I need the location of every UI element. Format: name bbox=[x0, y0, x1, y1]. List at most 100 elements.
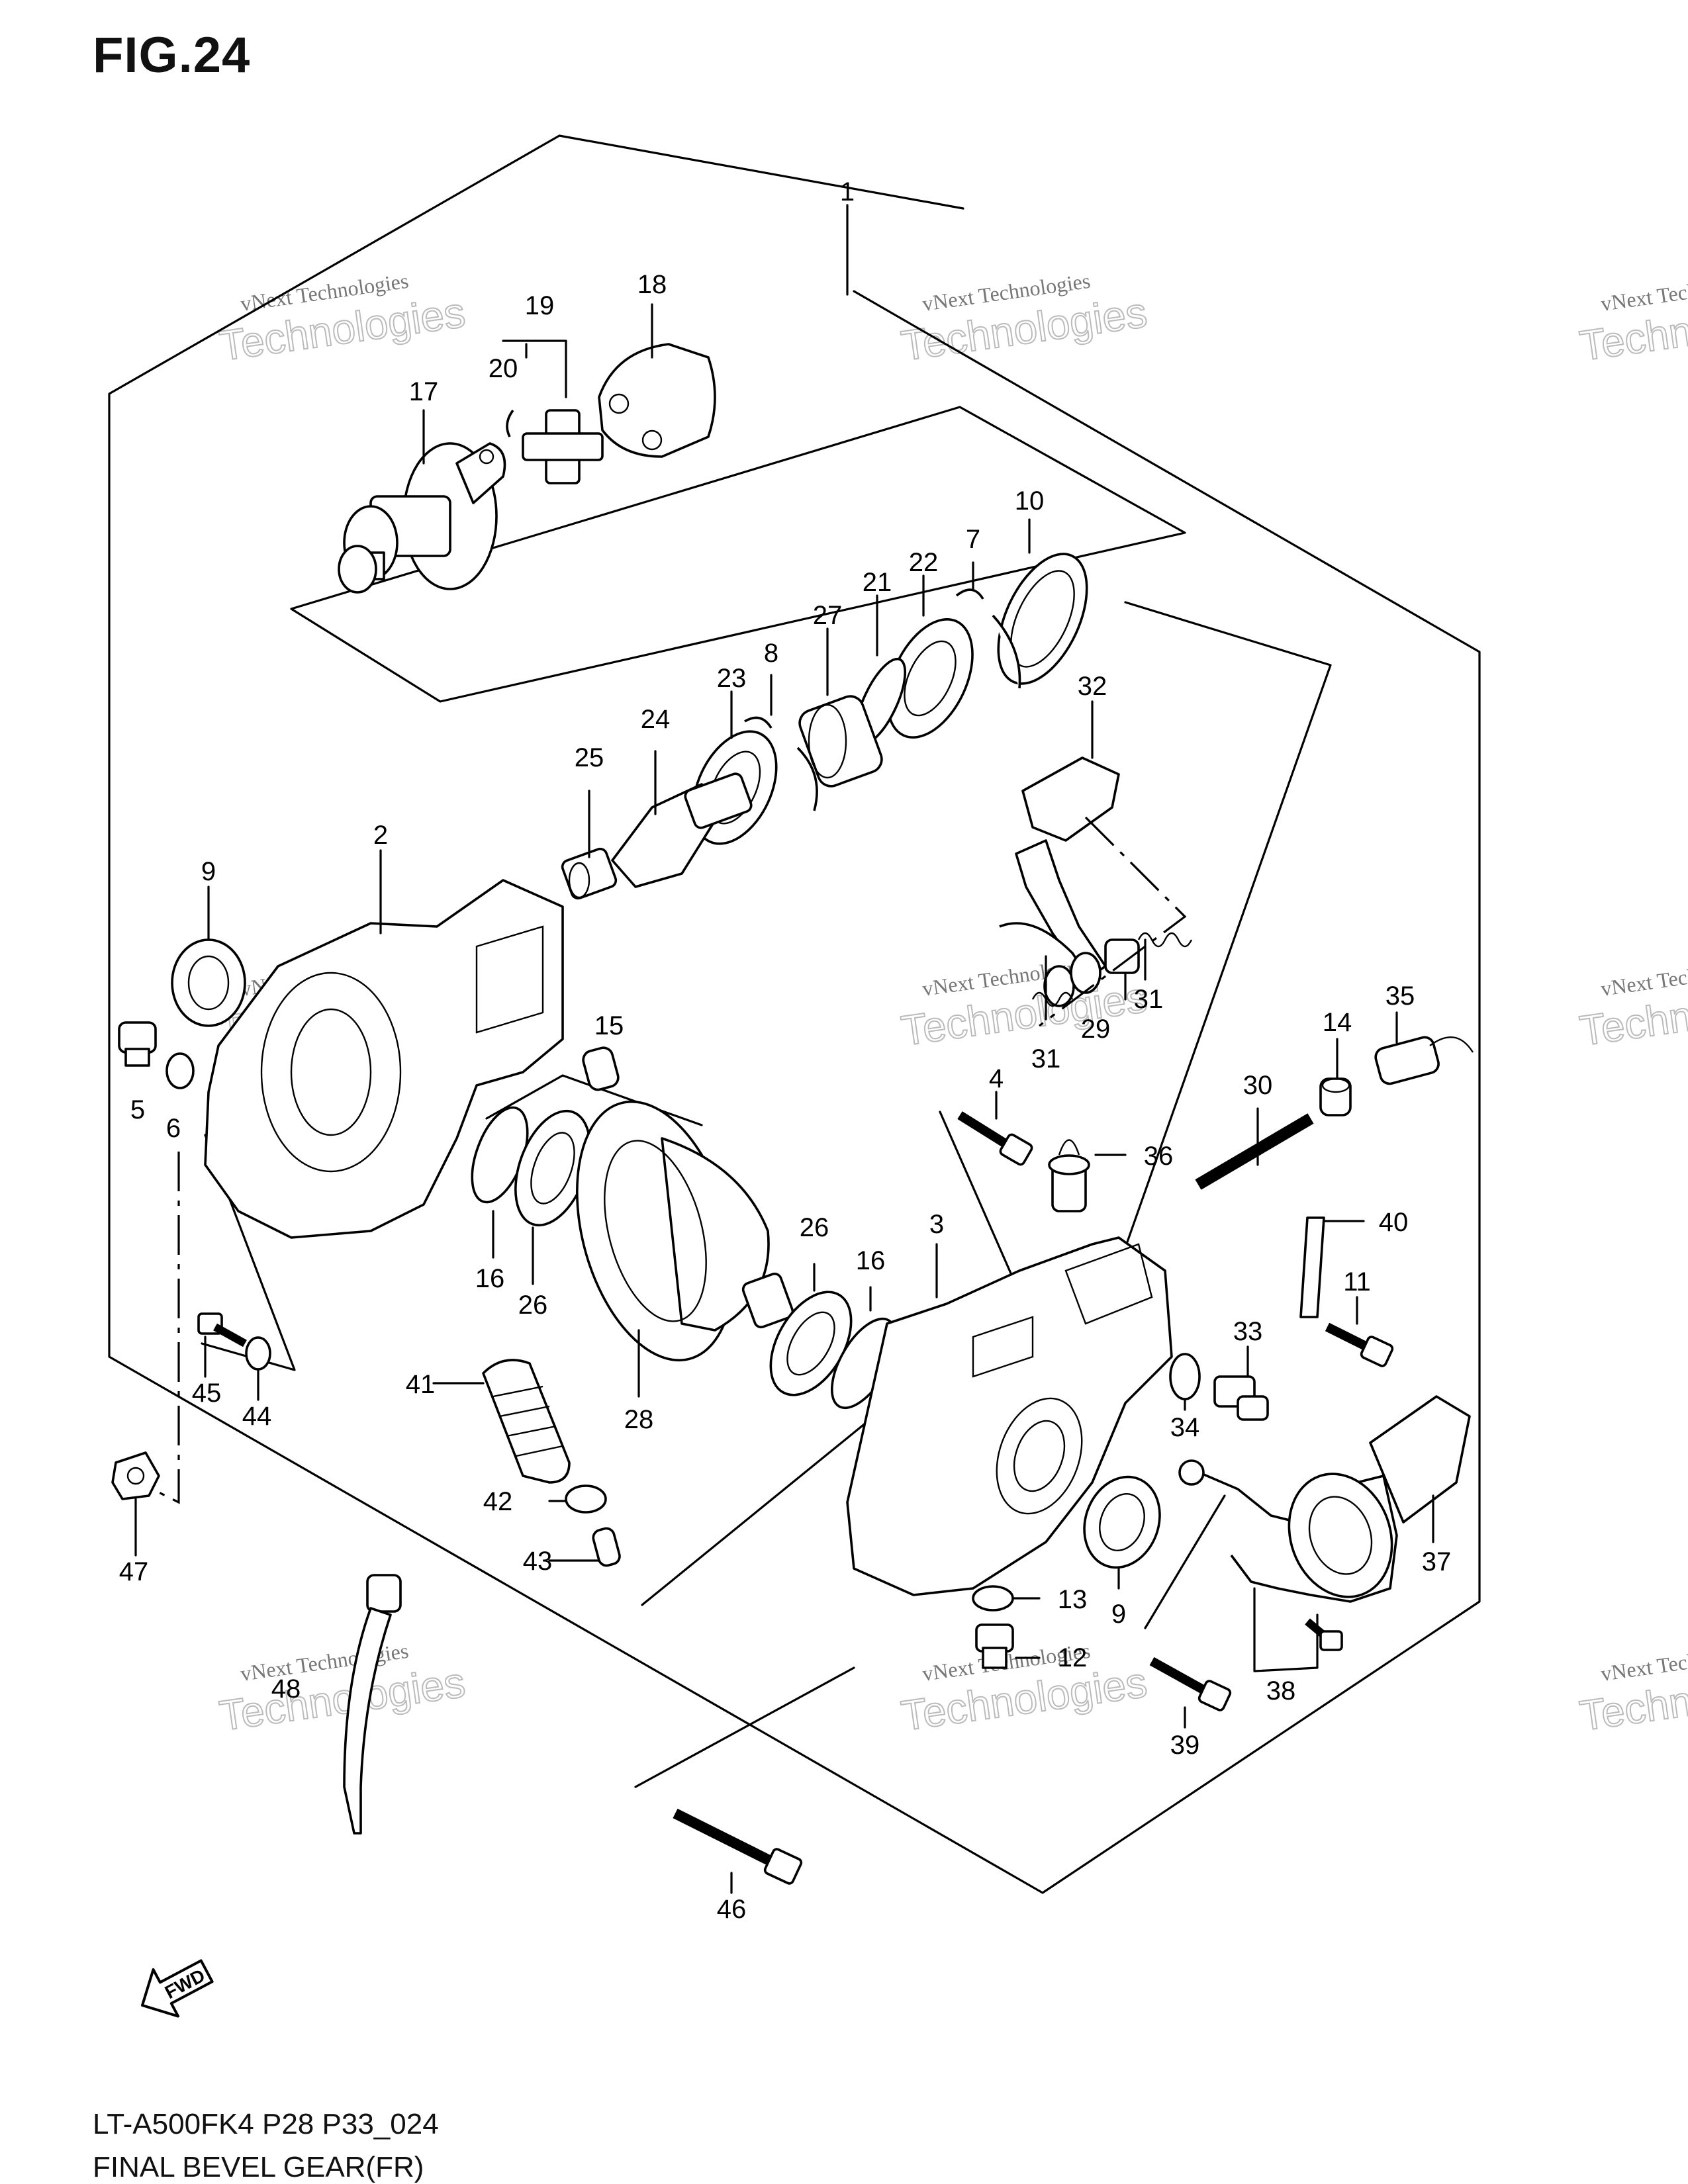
part-label-5: 5 bbox=[130, 1095, 145, 1124]
part-43-pin bbox=[592, 1527, 621, 1567]
fwd-direction-arrow: FWD bbox=[141, 1959, 214, 2018]
part-38-bolt bbox=[1305, 1618, 1343, 1651]
part-28-differential-assembly bbox=[576, 1100, 794, 1362]
part-8-circlip bbox=[796, 747, 818, 811]
part-label-21: 21 bbox=[863, 568, 892, 597]
part-8-circlip bbox=[744, 716, 773, 729]
part-12-drain-plug bbox=[975, 1623, 1014, 1669]
part-17-output-flange bbox=[338, 442, 506, 594]
part-19-universal-joint bbox=[522, 409, 604, 484]
part-label-47: 47 bbox=[119, 1557, 149, 1586]
part-42-clamp bbox=[565, 1484, 607, 1514]
part-35-sensor bbox=[1374, 1036, 1474, 1085]
part-label-16: 16 bbox=[475, 1264, 505, 1293]
part-41-boot bbox=[482, 1359, 571, 1484]
part-label-34: 34 bbox=[1170, 1413, 1200, 1442]
model-code: LT-A500FK4 P28 P33_024 bbox=[93, 2108, 439, 2140]
part-label-31: 31 bbox=[1134, 985, 1164, 1014]
part-label-4: 4 bbox=[989, 1064, 1004, 1093]
part-label-35: 35 bbox=[1385, 981, 1415, 1011]
part-label-27: 27 bbox=[813, 601, 843, 630]
part-18-yoke bbox=[598, 343, 716, 458]
figure-title: FIG.24 bbox=[93, 27, 251, 83]
part-5-oil-plug bbox=[118, 1021, 157, 1067]
part-label-19: 19 bbox=[525, 291, 555, 320]
part-label-16: 16 bbox=[856, 1246, 886, 1275]
leader-lines bbox=[201, 1134, 296, 1371]
part-15-dowel-pin bbox=[582, 1046, 620, 1091]
part-11-bolt bbox=[1325, 1322, 1394, 1367]
part-label-20: 20 bbox=[489, 354, 518, 383]
subassembly-outline-pinion bbox=[290, 406, 1186, 703]
part-label-8: 8 bbox=[764, 639, 778, 668]
part-label-36: 36 bbox=[1144, 1142, 1174, 1171]
part-32-shift-fork bbox=[999, 756, 1120, 981]
leader-lines bbox=[939, 1111, 1024, 1302]
part-25-needle-bearing bbox=[561, 847, 618, 900]
part-26-bearing bbox=[769, 1291, 853, 1396]
part-label-15: 15 bbox=[594, 1011, 624, 1040]
part-46-long-bolt bbox=[673, 1808, 803, 1885]
part-2-gear-case-cover bbox=[204, 879, 564, 1239]
part-label-26: 26 bbox=[800, 1213, 829, 1242]
part-label-37: 37 bbox=[1422, 1547, 1452, 1576]
part-label-42: 42 bbox=[483, 1487, 513, 1516]
leader-lines bbox=[1253, 1587, 1319, 1672]
part-label-48: 48 bbox=[271, 1674, 301, 1704]
label-leaders bbox=[134, 303, 1434, 1894]
part-label-26: 26 bbox=[518, 1291, 548, 1320]
part-label-17: 17 bbox=[409, 377, 439, 406]
part-7-circlip bbox=[955, 588, 984, 600]
part-label-46: 46 bbox=[717, 1895, 747, 1924]
part-3-final-gear-case bbox=[846, 1236, 1173, 1596]
part-4-bolt bbox=[957, 1111, 1033, 1166]
part-number-labels: 1 2 3 4 5 6 7 8 9 9 10 11 12 13 14 15 16… bbox=[119, 177, 1452, 1924]
part-36-switch bbox=[1048, 1139, 1090, 1212]
part-label-11: 11 bbox=[1343, 1267, 1371, 1297]
part-label-25: 25 bbox=[575, 743, 604, 772]
part-13-gasket bbox=[972, 1585, 1014, 1612]
part-label-40: 40 bbox=[1379, 1208, 1409, 1237]
part-label-31: 31 bbox=[1031, 1044, 1061, 1073]
part-37-actuator bbox=[1178, 1395, 1471, 1603]
part-label-9: 9 bbox=[1111, 1600, 1126, 1629]
part-label-3: 3 bbox=[929, 1210, 944, 1239]
part-label-7: 7 bbox=[966, 525, 980, 554]
leader-lines bbox=[1039, 816, 1187, 1027]
part-label-9: 9 bbox=[201, 857, 216, 886]
part-label-29: 29 bbox=[1081, 1015, 1111, 1044]
part-label-1: 1 bbox=[840, 177, 855, 206]
part-10-oil-seal bbox=[997, 553, 1088, 685]
assembly-outline bbox=[108, 134, 1481, 1894]
part-label-12: 12 bbox=[1058, 1643, 1088, 1672]
part-9-oil-seal bbox=[1083, 1475, 1161, 1569]
part-30-shift-shaft bbox=[1195, 1113, 1314, 1190]
part-label-44: 44 bbox=[242, 1402, 272, 1431]
leader-lines bbox=[152, 1152, 180, 1504]
part-label-45: 45 bbox=[192, 1379, 222, 1408]
part-20-circlip bbox=[506, 409, 514, 437]
part-33-fitting bbox=[1213, 1375, 1269, 1421]
part-label-39: 39 bbox=[1170, 1731, 1200, 1760]
part-label-43: 43 bbox=[523, 1547, 553, 1576]
part-label-10: 10 bbox=[1015, 486, 1045, 516]
leader-lines bbox=[1124, 601, 1332, 1249]
part-label-41: 41 bbox=[406, 1370, 436, 1399]
part-45-bolt bbox=[197, 1312, 247, 1347]
part-label-6: 6 bbox=[166, 1114, 181, 1143]
part-label-33: 33 bbox=[1233, 1317, 1263, 1346]
part-6-gasket bbox=[165, 1052, 195, 1089]
part-39-bolt bbox=[1149, 1657, 1232, 1711]
part-27-spacer bbox=[798, 695, 883, 788]
part-label-13: 13 bbox=[1058, 1585, 1088, 1614]
part-9-oil-seal bbox=[171, 938, 246, 1027]
part-31-spring bbox=[1137, 932, 1193, 948]
assembly-name: FINAL BEVEL GEAR(FR) bbox=[93, 2151, 424, 2183]
part-29-plunger bbox=[1043, 938, 1140, 1007]
leader-lines bbox=[634, 1666, 855, 1788]
part-label-18: 18 bbox=[637, 270, 667, 299]
leader-line bbox=[1144, 1494, 1226, 1629]
part-34-o-ring bbox=[1169, 1353, 1201, 1400]
part-label-23: 23 bbox=[717, 664, 747, 693]
